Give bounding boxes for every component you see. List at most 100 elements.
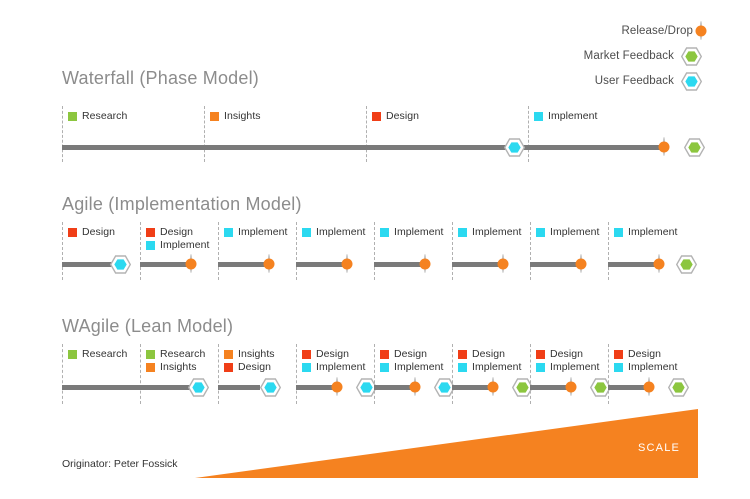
agile-col7-label-implement: Implement <box>536 226 599 238</box>
agile-release-drop-icon-3 <box>268 254 270 273</box>
agile-col8-label-implement: Implement <box>614 226 677 238</box>
agile-col2-label-implement: Implement <box>146 239 209 251</box>
legend-label-user-feedback: User Feedback <box>594 75 674 87</box>
label-text: Insights <box>238 348 275 360</box>
label-text: Design <box>394 348 427 360</box>
label-text: Design <box>386 110 419 122</box>
wagile-bar-4 <box>374 385 416 390</box>
wagile-divider-2 <box>140 344 141 404</box>
wagile-col3-label-insights: Insights <box>224 348 275 360</box>
market-feedback-icon <box>681 46 702 66</box>
agile-release-drop-icon-4 <box>346 254 348 273</box>
agile-divider-8 <box>608 222 609 280</box>
label-text: Implement <box>550 361 600 373</box>
swatch-red <box>68 227 77 237</box>
wagile-col7-label-design: Design <box>536 348 583 360</box>
agile-bar-8 <box>608 262 658 267</box>
agile-release-drop-icon-2 <box>190 254 192 273</box>
label-text: Implement <box>394 226 444 238</box>
waterfall-timeline-bar <box>62 145 663 150</box>
label-text: Design <box>160 226 193 238</box>
wagile-divider-3 <box>218 344 219 404</box>
agile-divider-6 <box>452 222 453 280</box>
agile-col5-label-implement: Implement <box>380 226 443 238</box>
legend-item-release-drop: Release/Drop <box>452 20 702 42</box>
wagile-col8-label-design: Design <box>614 348 661 360</box>
scale-label: SCALE <box>638 442 681 454</box>
wagile-user-feedback-icon-3 <box>356 378 377 397</box>
wagile-bar-1 <box>62 385 190 390</box>
waterfall-divider-3 <box>366 106 367 162</box>
release-drop-icon <box>700 21 702 40</box>
waterfall-label-implement: Implement <box>534 110 597 122</box>
wagile-bar-7 <box>608 385 650 390</box>
wagile-col6-label-design: Design <box>458 348 505 360</box>
wagile-market-feedback-icon-5 <box>512 378 533 397</box>
swatch-orange <box>224 349 233 359</box>
swatch-orange <box>146 362 155 372</box>
agile-divider-5 <box>374 222 375 280</box>
label-text: Implement <box>160 239 210 251</box>
swatch-cyan <box>380 362 389 372</box>
swatch-cyan <box>380 227 389 237</box>
agile-col2-label-design: Design <box>146 226 193 238</box>
legend-item-market-feedback: Market Feedback <box>452 45 702 67</box>
wagile-divider-6 <box>452 344 453 404</box>
agile-release-drop-icon-8 <box>658 254 660 273</box>
wagile-col4-label-implement: Implement <box>302 361 365 373</box>
wagile-col3-label-design: Design <box>224 361 271 373</box>
waterfall-divider-4 <box>528 106 529 162</box>
waterfall-release-drop-icon <box>663 137 665 156</box>
swatch-green <box>146 349 155 359</box>
swatch-red <box>372 111 381 121</box>
section-title-wagile: WAgile (Lean Model) <box>62 316 234 336</box>
wagile-user-feedback-icon-2 <box>260 378 281 397</box>
wagile-bar-3 <box>296 385 338 390</box>
wagile-market-feedback-icon-6 <box>590 378 611 397</box>
wagile-col5-label-implement: Implement <box>380 361 443 373</box>
waterfall-market-feedback-icon <box>684 138 705 157</box>
wagile-divider-4 <box>296 344 297 404</box>
wagile-col2-label-research: Research <box>146 348 205 360</box>
wagile-col1-label-research: Research <box>68 348 127 360</box>
swatch-cyan <box>458 227 467 237</box>
swatch-green <box>68 349 77 359</box>
wagile-bar-2 <box>218 385 260 390</box>
originator-text: Originator: Peter Fossick <box>62 458 178 470</box>
label-text: Implement <box>548 110 598 122</box>
agile-bar-3 <box>218 262 268 267</box>
wagile-release-drop-icon-7 <box>648 377 650 396</box>
wagile-user-feedback-icon-1 <box>188 378 209 397</box>
wagile-release-drop-icon-6 <box>570 377 572 396</box>
label-text: Research <box>82 348 128 360</box>
wagile-col2-label-insights: Insights <box>146 361 197 373</box>
label-text: Insights <box>224 110 261 122</box>
label-text: Implement <box>316 361 366 373</box>
agile-divider-2 <box>140 222 141 280</box>
label-text: Implement <box>472 361 522 373</box>
swatch-cyan <box>534 111 543 121</box>
agile-divider-3 <box>218 222 219 280</box>
swatch-cyan <box>614 227 623 237</box>
waterfall-label-insights: Insights <box>210 110 261 122</box>
label-text: Research <box>160 348 206 360</box>
waterfall-label-design: Design <box>372 110 419 122</box>
agile-bar-1 <box>62 262 112 267</box>
swatch-red <box>380 349 389 359</box>
agile-release-drop-icon-6 <box>502 254 504 273</box>
label-text: Design <box>550 348 583 360</box>
legend-item-user-feedback: User Feedback <box>452 70 702 92</box>
wagile-col4-label-design: Design <box>302 348 349 360</box>
label-text: Design <box>82 226 115 238</box>
swatch-green <box>68 111 77 121</box>
wagile-col5-label-design: Design <box>380 348 427 360</box>
wagile-release-drop-icon-3 <box>336 377 338 396</box>
legend-label-market-feedback: Market Feedback <box>583 50 674 62</box>
wagile-divider-8 <box>608 344 609 404</box>
label-text: Implement <box>238 226 288 238</box>
swatch-red <box>302 349 311 359</box>
section-title-waterfall: Waterfall (Phase Model) <box>62 68 260 88</box>
agile-col3-label-implement: Implement <box>224 226 287 238</box>
agile-bar-6 <box>452 262 502 267</box>
swatch-cyan <box>458 362 467 372</box>
